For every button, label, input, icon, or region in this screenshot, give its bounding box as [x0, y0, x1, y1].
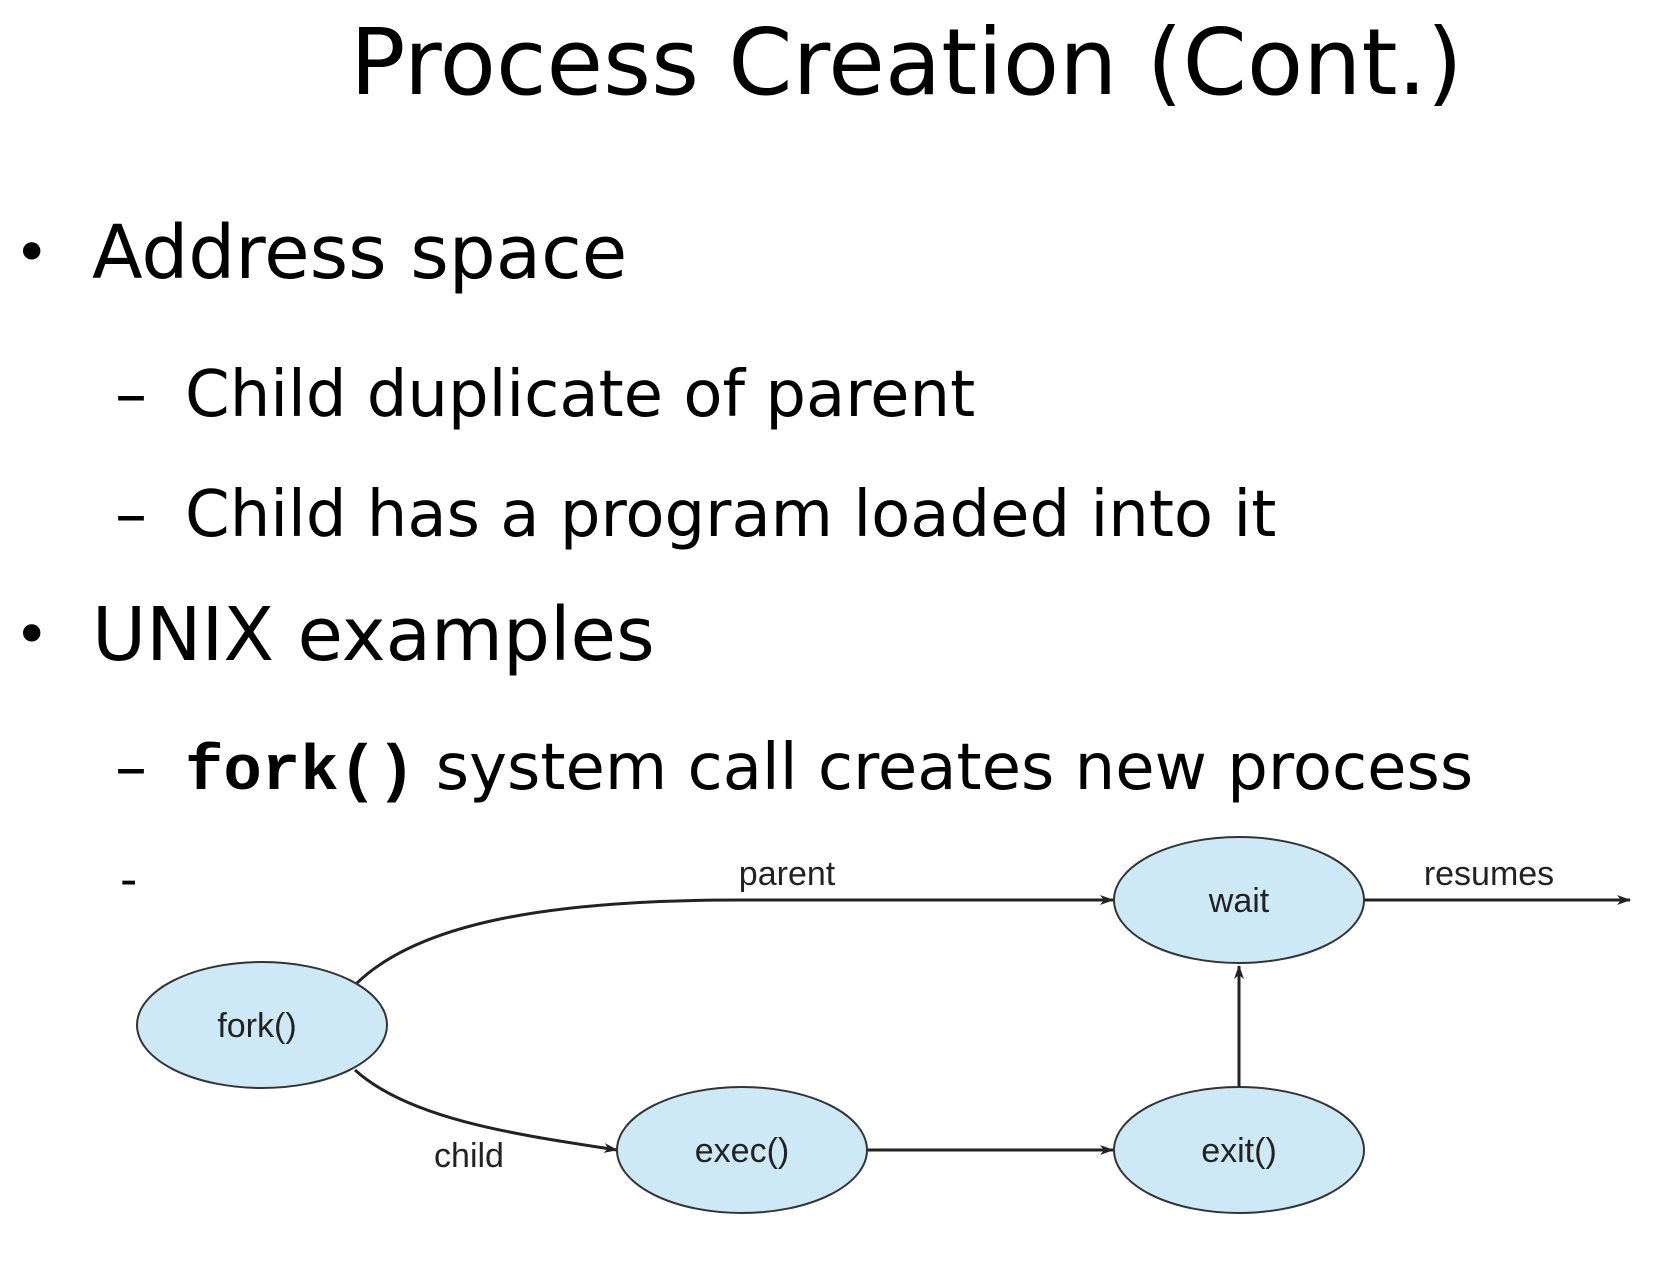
slide-title: Process Creation (Cont.) [350, 9, 1463, 116]
node-fork: fork() [136, 961, 388, 1089]
fork-code: fork() [185, 737, 416, 809]
subbullet-text: system call creates new process [415, 731, 1474, 805]
subbullet-text: Child duplicate of parent [185, 358, 976, 432]
subbullet-child-program: –Child has a program loaded into it [115, 475, 1276, 555]
bullet-address-space: Address space [92, 210, 628, 296]
bullet-marker: • [14, 600, 50, 670]
node-wait-shape [1113, 836, 1365, 964]
bullet-unix-examples: UNIX examples [92, 592, 655, 678]
subbullet-text: Child has a program loaded into it [185, 478, 1277, 552]
node-wait-label: wait [1208, 882, 1270, 920]
edge-label-child: child [434, 1137, 504, 1175]
dash-marker: – [115, 358, 147, 432]
edge-label-resumes: resumes [1424, 855, 1554, 893]
subbullet-child-duplicate: –Child duplicate of parent [115, 355, 975, 435]
node-exit-shape [1113, 1086, 1365, 1214]
node-exec-label: exec() [695, 1132, 789, 1170]
node-fork-label: fork() [217, 1007, 296, 1045]
edge-fork-to-wait [353, 895, 1114, 987]
node-exec: exec() [616, 1086, 868, 1214]
node-fork-shape [136, 961, 388, 1089]
node-exit: exit() [1113, 1086, 1365, 1214]
node-exec-shape [616, 1086, 868, 1214]
stray-dash-marker: - [120, 852, 138, 908]
subbullet-fork: –fork() system call creates new process [115, 728, 1473, 813]
bullet-marker: • [14, 218, 50, 288]
edge-label-parent: parent [739, 855, 836, 893]
edge-fork-to-exec [353, 1068, 618, 1153]
dash-marker: – [115, 731, 147, 805]
node-exit-label: exit() [1201, 1132, 1277, 1170]
dash-marker: – [115, 478, 147, 552]
node-wait: wait [1113, 836, 1365, 964]
